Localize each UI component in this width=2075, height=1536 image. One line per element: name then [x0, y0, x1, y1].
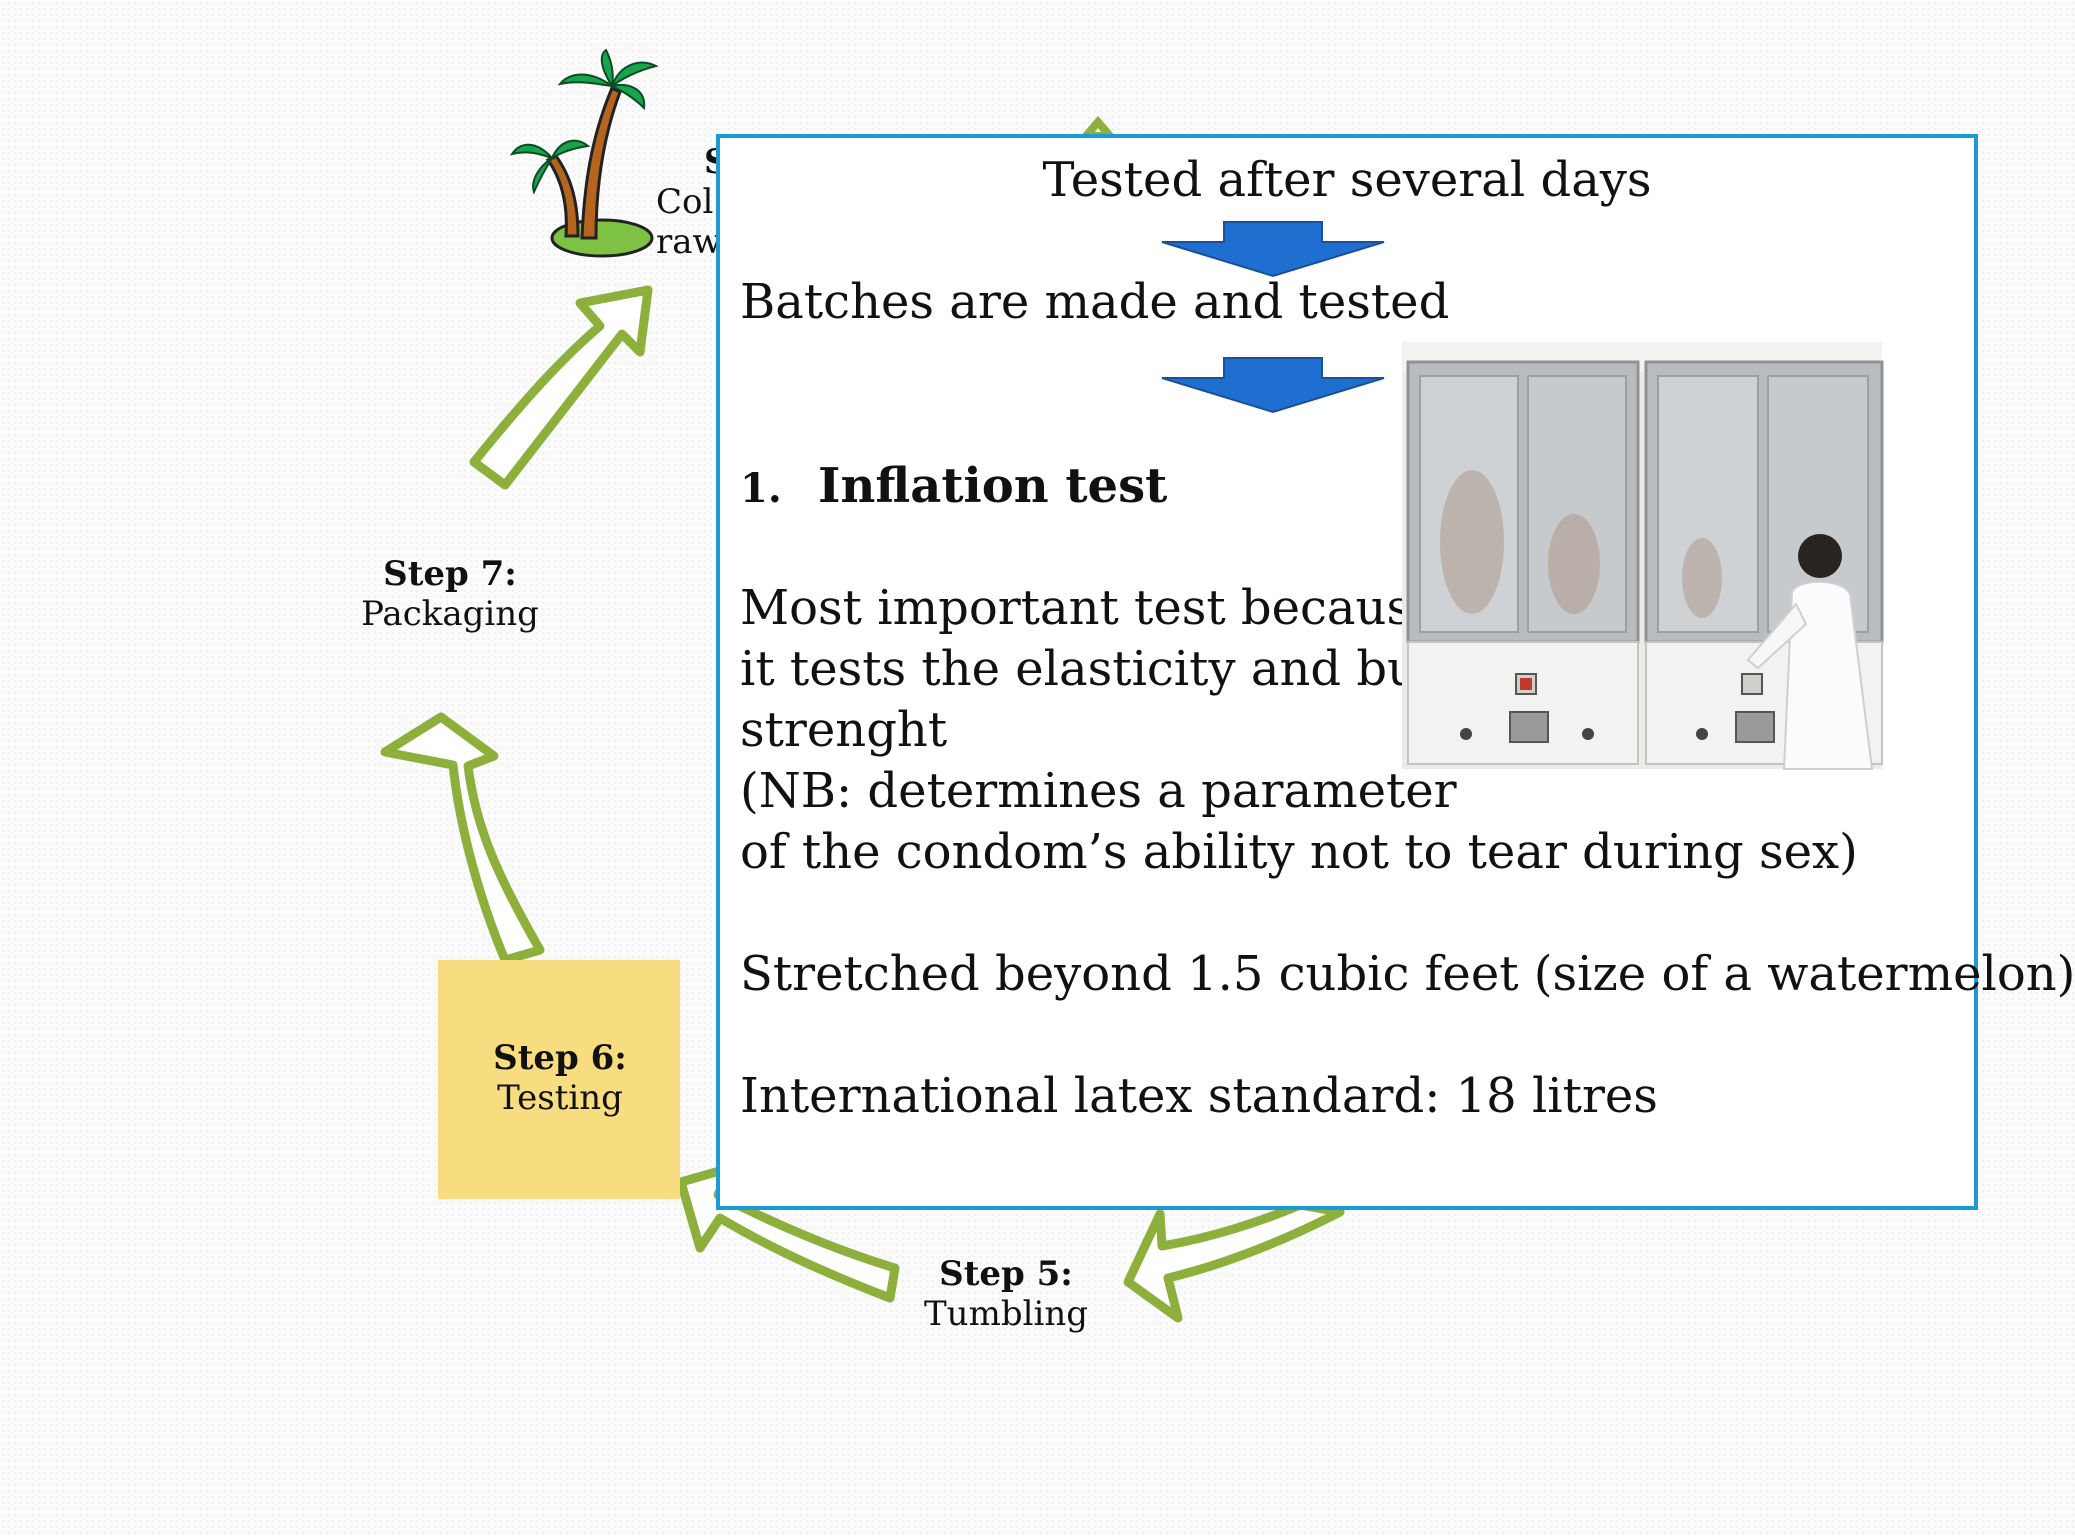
popup-standard-line: International latex standard: 18 litres	[740, 1068, 1658, 1124]
step6-highlight-box	[438, 960, 680, 1199]
cycle-arrow-step5-to-step6	[676, 1163, 900, 1303]
step5-title: Step 5:	[939, 1254, 1073, 1294]
step6-title: Step 6:	[493, 1038, 627, 1078]
step5-label: Step 5: Tumbling	[916, 1254, 1096, 1334]
popup-para-line-4: (NB: determines a parameter	[740, 763, 1457, 819]
step6-label: Step 6: Testing	[470, 1038, 650, 1118]
testing-detail-popup: Tested after several days Batches are ma…	[716, 134, 2075, 1210]
photo-illustration	[1402, 342, 1884, 770]
inflation-test-machine-photo	[1402, 342, 1884, 770]
step5-text: Tumbling	[924, 1294, 1088, 1334]
down-arrow-icon	[1161, 357, 1385, 414]
popup-para-line-3: strenght	[740, 702, 948, 758]
step7-title: Step 7:	[383, 554, 517, 594]
cycle-arrow-step6-to-step7	[380, 712, 545, 965]
list-number: 1.	[740, 465, 782, 512]
down-arrow-icon	[1161, 221, 1385, 278]
popup-para-line-5: of the condom’s ability not to tear duri…	[740, 824, 1858, 880]
step6-text: Testing	[497, 1078, 623, 1118]
step7-label: Step 7: Packaging	[360, 554, 540, 634]
inflation-test-title: Inflation test	[818, 458, 1168, 514]
step1-partial-line2: raw	[656, 222, 722, 262]
step7-text: Packaging	[361, 594, 539, 634]
palm-tree-icon	[509, 48, 659, 258]
popup-para-line-2: it tests the elasticity and burst	[740, 641, 1485, 697]
popup-stretched-line: Stretched beyond 1.5 cubic feet (size of…	[740, 946, 2075, 1002]
popup-para-line-1: Most important test because	[740, 580, 1440, 636]
cycle-arrow-step4-to-step5	[1123, 1200, 1345, 1323]
popup-batches-line: Batches are made and tested	[740, 274, 1450, 330]
cycle-arrow-step7-to-step1	[469, 285, 653, 490]
popup-heading: Tested after several days	[1042, 152, 1652, 208]
step1-partial-line1: Col	[656, 182, 714, 222]
